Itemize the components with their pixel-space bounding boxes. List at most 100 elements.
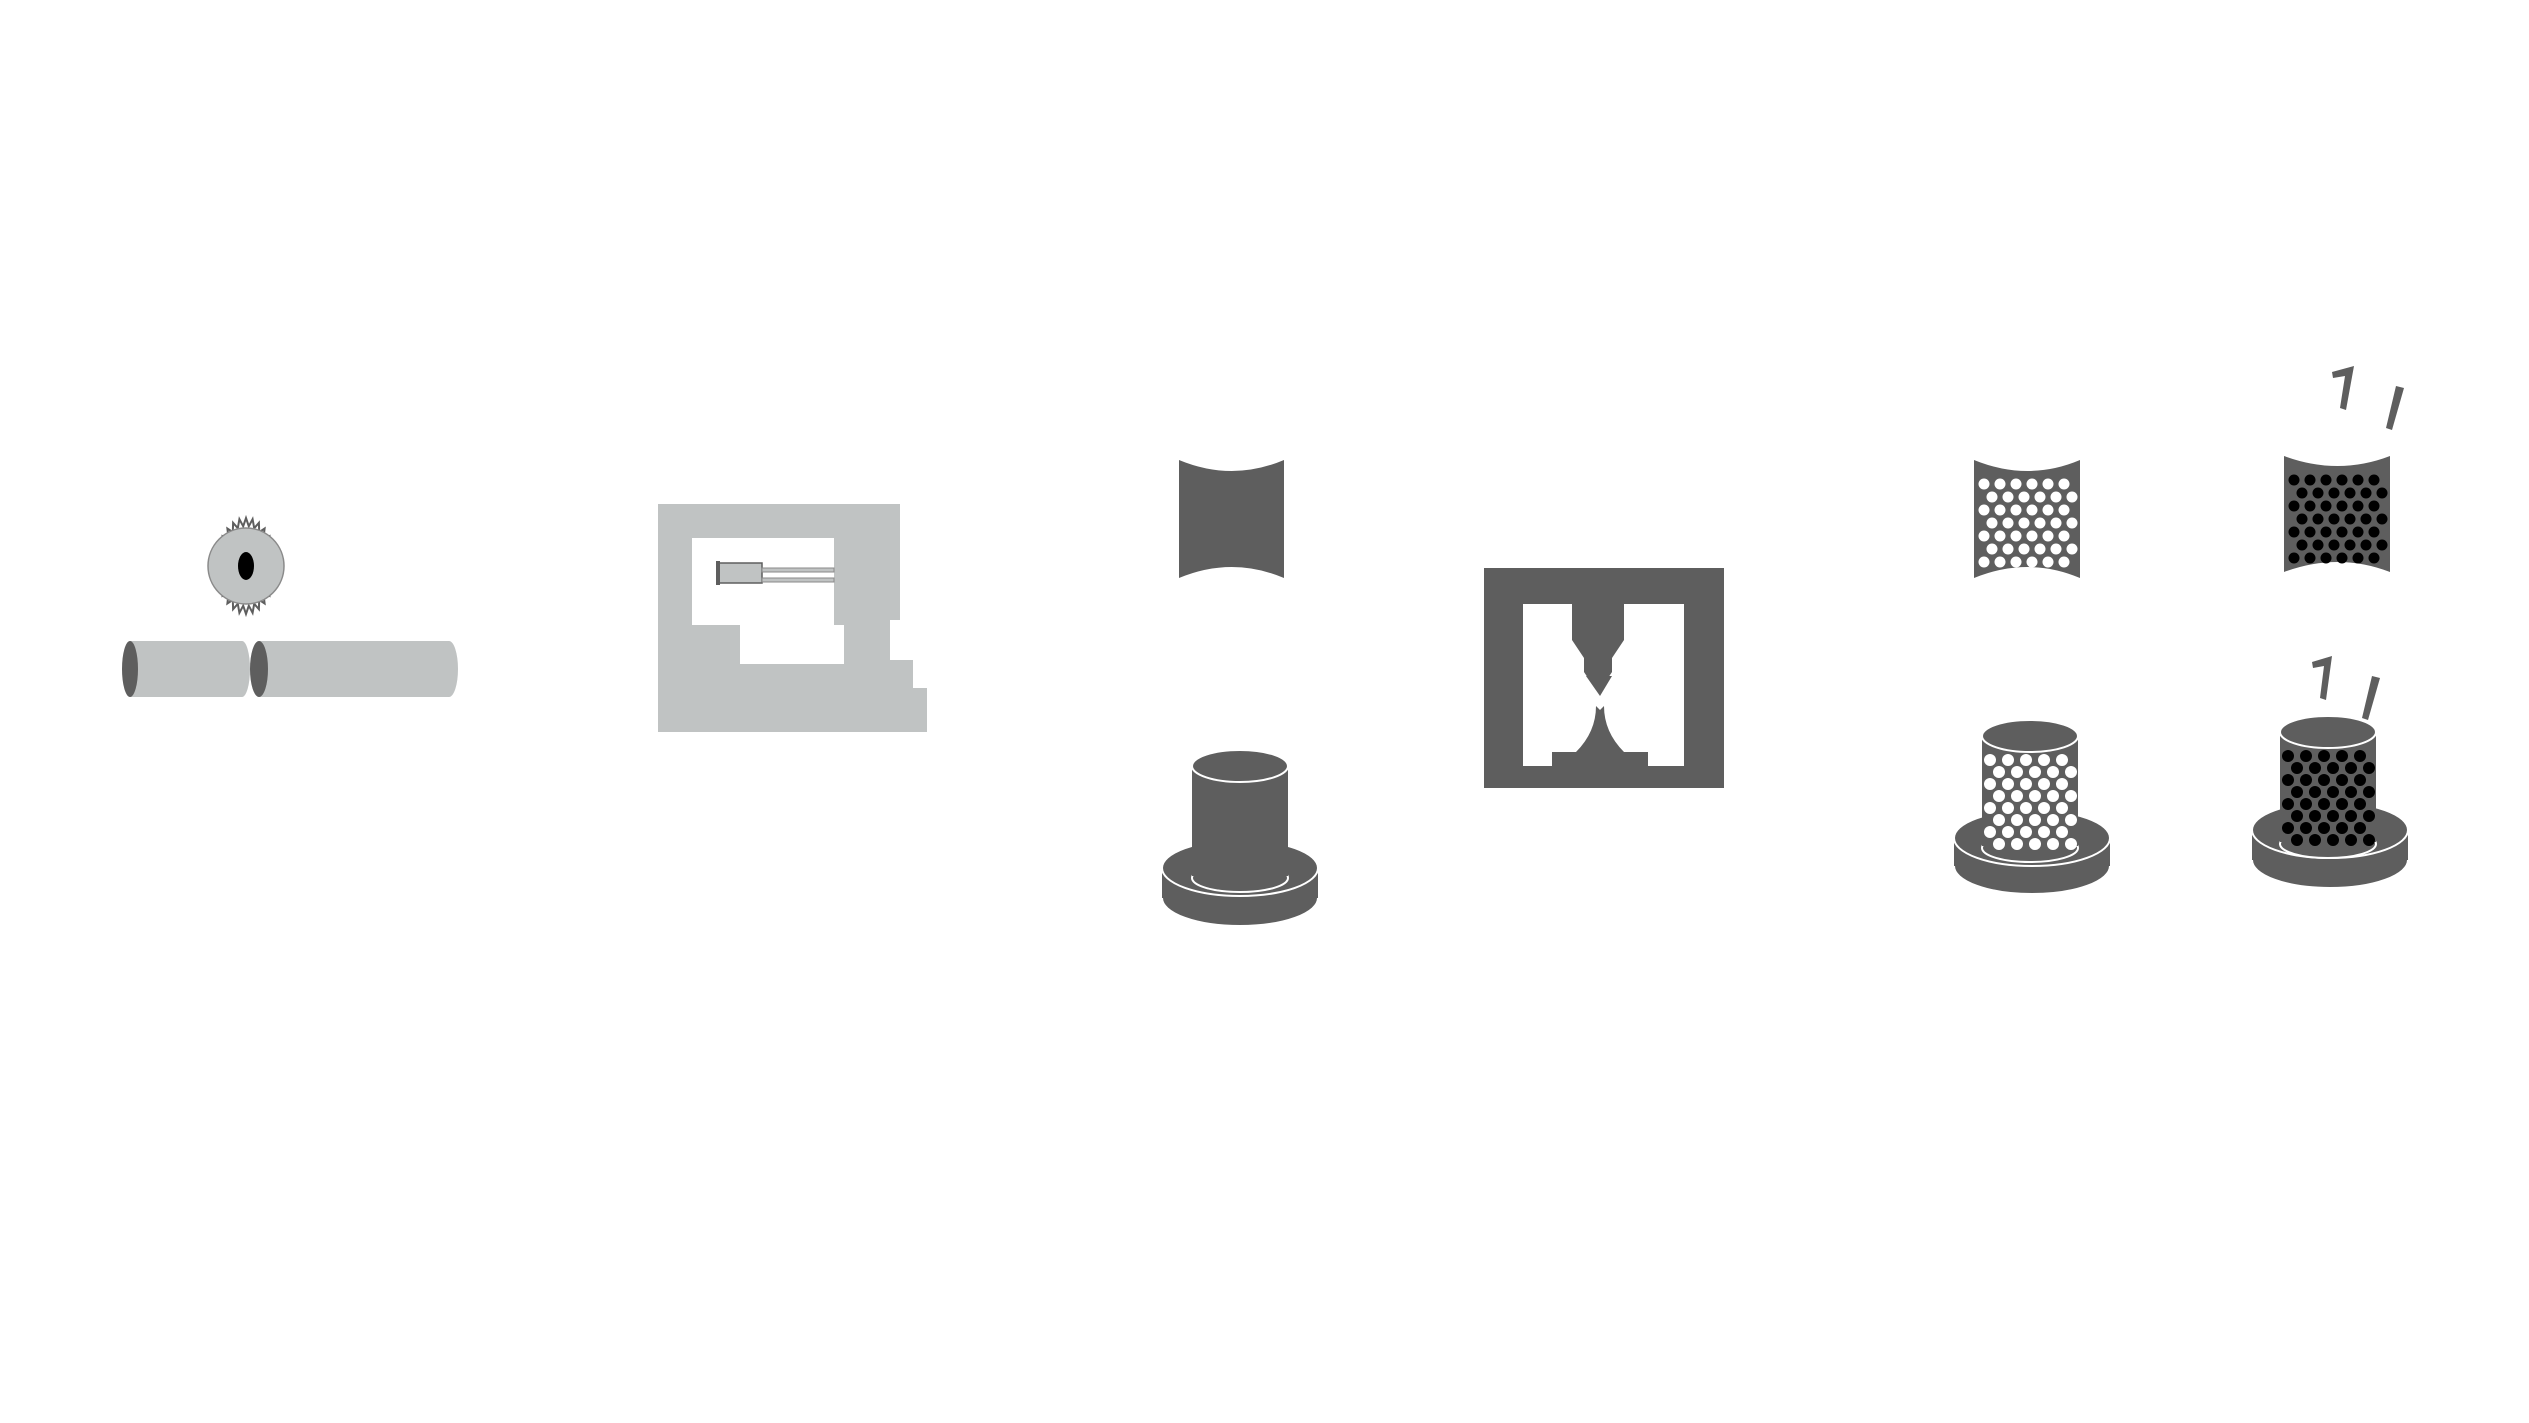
perforation-dot xyxy=(1978,504,1990,516)
filled-dot xyxy=(2296,487,2308,499)
perforation-dot xyxy=(2042,504,2054,516)
filled-dot xyxy=(2354,822,2366,834)
perforation-dot xyxy=(2066,543,2078,555)
perforation-dot xyxy=(2002,517,2014,529)
perforation-dot xyxy=(2002,778,2014,790)
perforation-dot xyxy=(2058,556,2070,568)
filled-dot xyxy=(2291,786,2303,798)
filled-dot xyxy=(2360,513,2372,525)
perforation-dot xyxy=(2011,814,2023,826)
perforation-dot xyxy=(1978,478,1990,490)
perforation-dot xyxy=(2047,838,2059,850)
perforation-dot xyxy=(2026,504,2038,516)
filled-dot xyxy=(2288,552,2300,564)
perforation-dot xyxy=(1978,530,1990,542)
perforation-dot xyxy=(2018,543,2030,555)
perforation-dot xyxy=(2056,802,2068,814)
perforation-dot xyxy=(1993,814,2005,826)
filled-dot xyxy=(2336,500,2348,512)
filled-dot xyxy=(2327,786,2339,798)
filled-dot xyxy=(2336,474,2348,486)
filled-dot xyxy=(2354,750,2366,762)
filled-dot xyxy=(2320,552,2332,564)
filled-dot xyxy=(2336,822,2348,834)
filled-dot xyxy=(2376,487,2388,499)
perforation-dot xyxy=(2056,778,2068,790)
filled-dot xyxy=(2318,774,2330,786)
filled-dot xyxy=(2288,526,2300,538)
filled-dot xyxy=(2336,552,2348,564)
filled-dot xyxy=(2328,513,2340,525)
filled-dot xyxy=(2344,539,2356,551)
flanged-cylinder xyxy=(1161,749,1319,927)
perforation-dot xyxy=(2026,478,2038,490)
perforation-dot xyxy=(2065,814,2077,826)
filled-dot xyxy=(2354,798,2366,810)
perforation-dot xyxy=(1994,478,2006,490)
perforation-dot xyxy=(2002,754,2014,766)
filled-dot xyxy=(2282,774,2294,786)
filled-dot xyxy=(2282,750,2294,762)
filled-dot xyxy=(2282,822,2294,834)
perforation-dot xyxy=(2002,543,2014,555)
perforation-dot xyxy=(2026,530,2038,542)
perforation-dot xyxy=(2011,766,2023,778)
tube-segment-right xyxy=(250,641,458,697)
filled-dot xyxy=(2363,786,2375,798)
step-forging-die xyxy=(1484,568,1724,788)
step-cnc-lathe xyxy=(658,504,927,732)
filled-dot xyxy=(2368,474,2380,486)
filled-dot xyxy=(2344,487,2356,499)
perforation-dot xyxy=(2026,556,2038,568)
concave-sleeve xyxy=(1179,460,1284,578)
filled-dot xyxy=(2291,762,2303,774)
filled-dot xyxy=(2288,500,2300,512)
filled-dot xyxy=(2291,834,2303,846)
perforation-dot xyxy=(2058,478,2070,490)
perforation-dot xyxy=(2050,543,2062,555)
perforation-dot xyxy=(2042,530,2054,542)
perforation-dot xyxy=(2065,766,2077,778)
saw-blade-icon xyxy=(207,514,285,618)
filled-dot xyxy=(2318,798,2330,810)
perforation-dot xyxy=(1986,543,1998,555)
perforation-dot xyxy=(2047,814,2059,826)
perforation-dot xyxy=(2038,778,2050,790)
filled-dot xyxy=(2291,810,2303,822)
filled-dot xyxy=(2354,774,2366,786)
filled-dot xyxy=(2352,526,2364,538)
perforation-dot xyxy=(1993,838,2005,850)
filled-dot xyxy=(2360,487,2372,499)
filled-dot xyxy=(2300,774,2312,786)
filled-dot xyxy=(2304,500,2316,512)
perforation-dot xyxy=(1993,790,2005,802)
filled-dot xyxy=(2309,762,2321,774)
perforation-dot xyxy=(2002,802,2014,814)
filled-dot xyxy=(2300,798,2312,810)
filled-dot xyxy=(2304,552,2316,564)
filled-dot xyxy=(2318,822,2330,834)
perforation-dot xyxy=(2020,778,2032,790)
filled-dot xyxy=(2352,500,2364,512)
perforation-dot xyxy=(2011,790,2023,802)
filled-dot xyxy=(2368,552,2380,564)
perforation-dot xyxy=(2050,517,2062,529)
filled-dot xyxy=(2320,526,2332,538)
filled-dot xyxy=(2312,487,2324,499)
filled-dot xyxy=(2336,750,2348,762)
filled-dot xyxy=(2304,526,2316,538)
filled-dot xyxy=(2345,786,2357,798)
filled-dot xyxy=(2345,762,2357,774)
perforation-dot xyxy=(2010,504,2022,516)
perforation-dot xyxy=(2065,838,2077,850)
flanged-cylinder-white-dots xyxy=(1953,719,2111,895)
perforation-dot xyxy=(1984,826,1996,838)
filled-dot xyxy=(2336,526,2348,538)
filled-dot xyxy=(2300,750,2312,762)
perforation-dot xyxy=(2011,838,2023,850)
filled-dot xyxy=(2336,774,2348,786)
filled-dot xyxy=(2304,474,2316,486)
filled-dot xyxy=(2312,539,2324,551)
perforation-dot xyxy=(2038,826,2050,838)
